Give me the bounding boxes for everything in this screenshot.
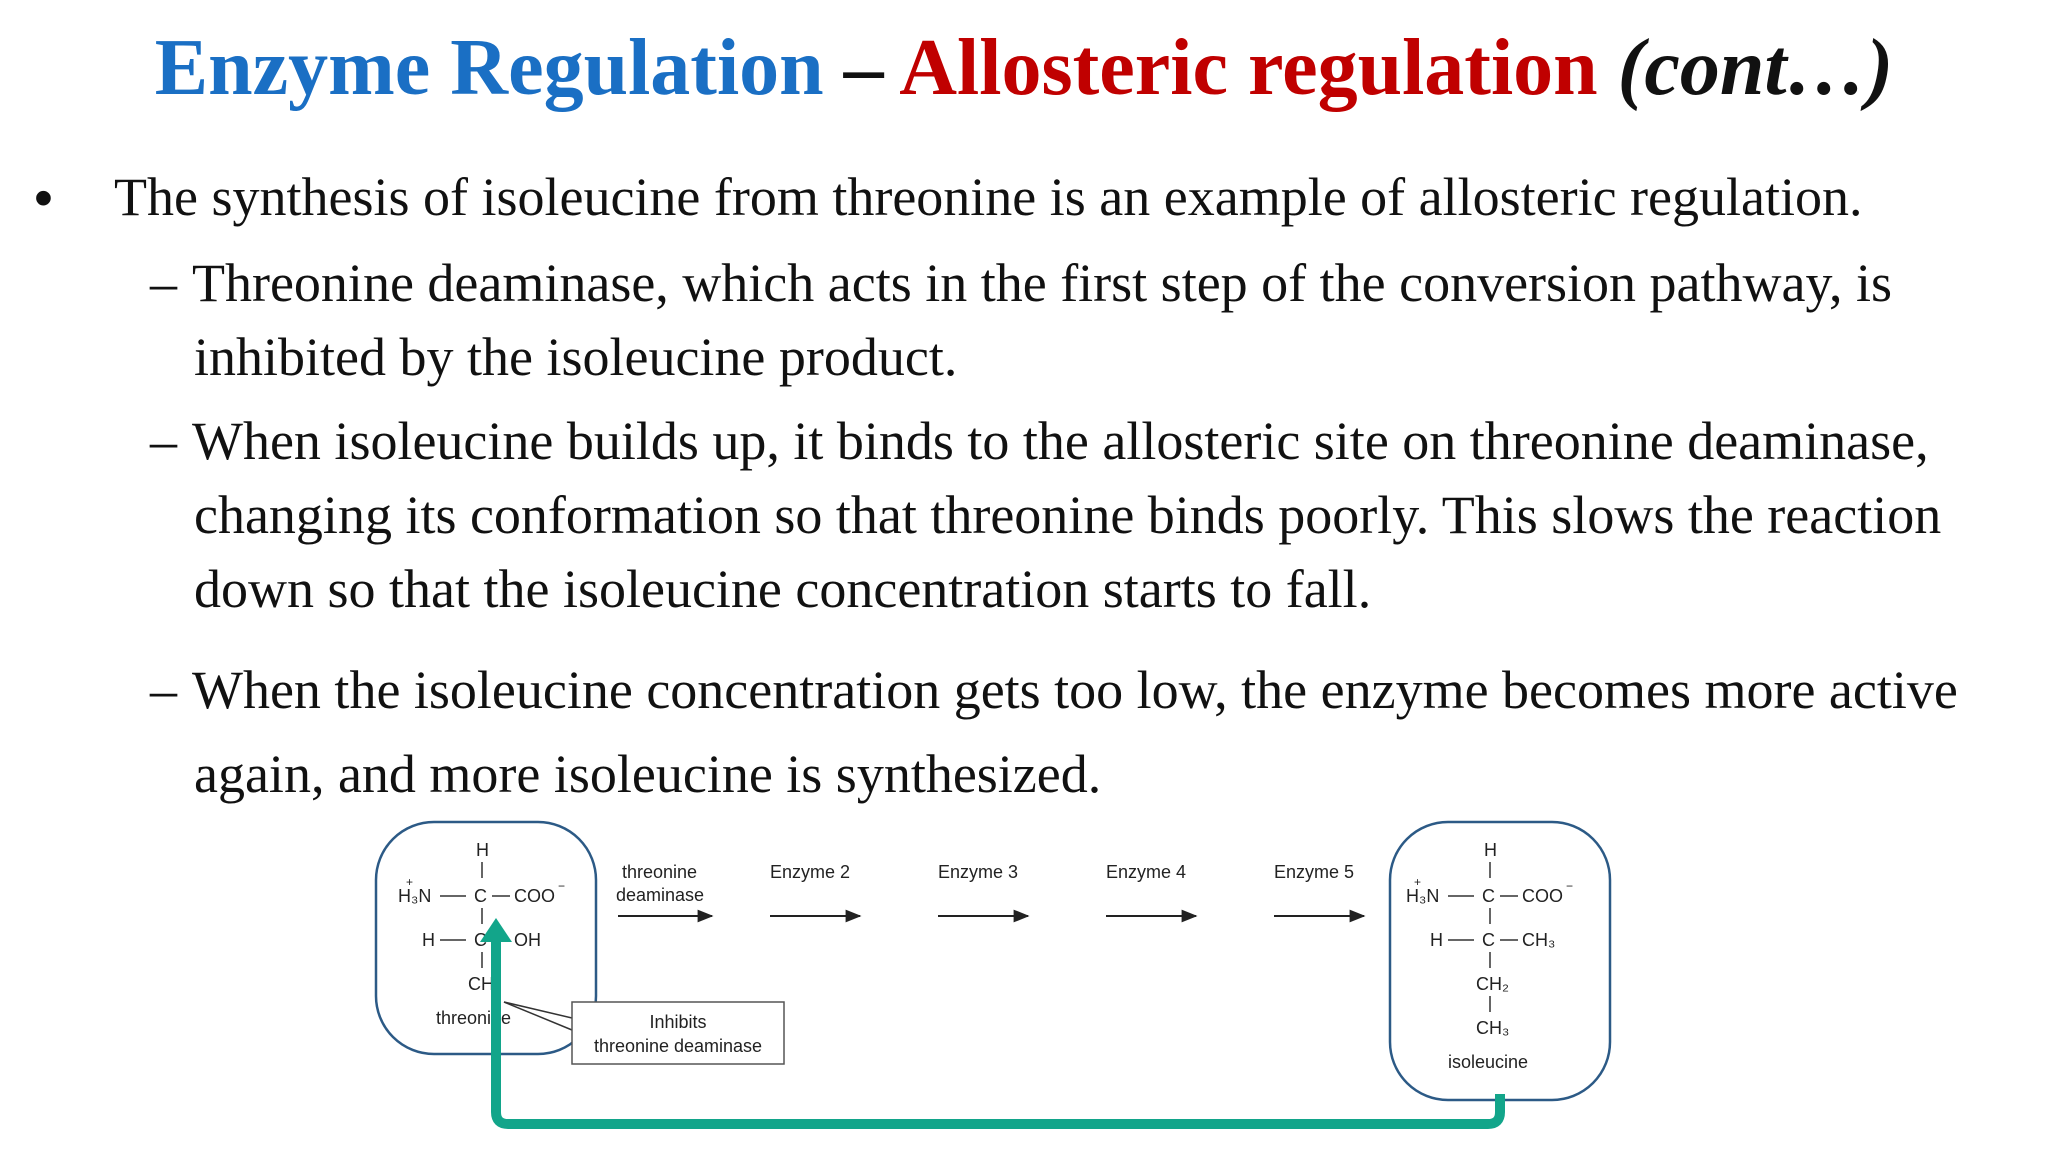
isoleucine-minus: − <box>1566 879 1573 893</box>
isoleucine-c2: C <box>1482 930 1495 950</box>
threonine-coo: COO <box>514 886 555 906</box>
enzyme-2-label: Enzyme 2 <box>770 862 850 882</box>
subpoint-line: inhibited by the isoleucine product. <box>194 327 958 387</box>
isoleucine-h3n: H₃N <box>1406 886 1439 906</box>
threonine-minus: − <box>558 879 565 893</box>
threonine-c1: C <box>474 886 487 906</box>
bullet-marker: • <box>34 168 53 228</box>
isoleucine-pathway-diagram: H + H₃N C COO − H C OH CH₃ threonine thr… <box>374 820 1612 1129</box>
subpoint-line: When isoleucine builds up, it binds to t… <box>192 411 1929 471</box>
enzyme-3-label: Enzyme 3 <box>938 862 1018 882</box>
subpoint-dash: – <box>150 411 177 471</box>
feedback-arrowhead <box>480 918 512 942</box>
threonine-h-top: H <box>476 840 489 860</box>
threonine-h-left: H <box>422 930 435 950</box>
enzyme-1-label-line2: deaminase <box>616 885 704 905</box>
slide-title: Enzyme Regulation – Allosteric regulatio… <box>0 22 2048 114</box>
enzyme-4-label: Enzyme 4 <box>1106 862 1186 882</box>
title-continued: (cont…) <box>1597 24 1894 112</box>
enzyme-labels: threonine deaminase Enzyme 2 Enzyme 3 En… <box>616 862 1354 905</box>
title-topic: Enzyme Regulation <box>154 24 824 112</box>
threonine-box <box>374 820 598 1056</box>
threonine-oh: OH <box>514 930 541 950</box>
threonine-h3n: H₃N <box>398 886 431 906</box>
subpoint-line: When the isoleucine concentration gets t… <box>192 660 1958 720</box>
threonine-c2: C <box>474 930 487 950</box>
isoleucine-coo: COO <box>1522 886 1563 906</box>
callout-leader-line <box>503 1001 573 1031</box>
enzyme-5-label: Enzyme 5 <box>1274 862 1354 882</box>
title-subtopic: Allosteric regulation <box>899 24 1598 112</box>
isoleucine-c1: C <box>1482 886 1495 906</box>
feedback-inhibition-arrow <box>491 938 1505 1129</box>
inhibits-callout-line1: Inhibits <box>649 1012 706 1032</box>
inhibits-callout-line2: threonine deaminase <box>594 1036 762 1056</box>
subpoint-1: – Threonine deaminase, which acts in the… <box>150 246 1892 394</box>
subpoint-dash: – <box>150 253 177 313</box>
isoleucine-plus: + <box>1414 875 1421 889</box>
isoleucine-ch3-side: CH₃ <box>1522 930 1555 950</box>
isoleucine-h-top: H <box>1484 840 1497 860</box>
callout-leader-line <box>503 1001 573 1019</box>
isoleucine-label: isoleucine <box>1448 1052 1528 1072</box>
isoleucine-ch3-bottom: CH₃ <box>1476 1018 1509 1038</box>
threonine-structure: H + H₃N C COO − H C OH CH₃ threonine <box>398 840 565 1028</box>
subpoint-line: changing its conformation so that threon… <box>194 485 1942 545</box>
subpoint-line: down so that the isoleucine concentratio… <box>194 559 1372 619</box>
enzyme-1-label-line1: threonine <box>622 862 697 882</box>
isoleucine-ch2: CH₂ <box>1476 974 1509 994</box>
isoleucine-h-left: H <box>1430 930 1443 950</box>
subpoint-line: Threonine deaminase, which acts in the f… <box>192 253 1892 313</box>
subpoint-line: again, and more isoleucine is synthesize… <box>194 744 1102 804</box>
subpoint-2: – When isoleucine builds up, it binds to… <box>150 404 1941 626</box>
subpoint-3: – When the isoleucine concentration gets… <box>150 648 1958 816</box>
main-bullet-text: The synthesis of isoleucine from threoni… <box>114 167 1863 227</box>
subpoint-dash: – <box>150 660 177 720</box>
inhibits-callout-box <box>571 1001 785 1065</box>
title-dash: – <box>823 24 900 112</box>
isoleucine-structure: H + H₃N C COO − H C CH₃ CH₂ CH₃ isoleuci… <box>1406 840 1573 1072</box>
threonine-plus: + <box>406 875 413 889</box>
